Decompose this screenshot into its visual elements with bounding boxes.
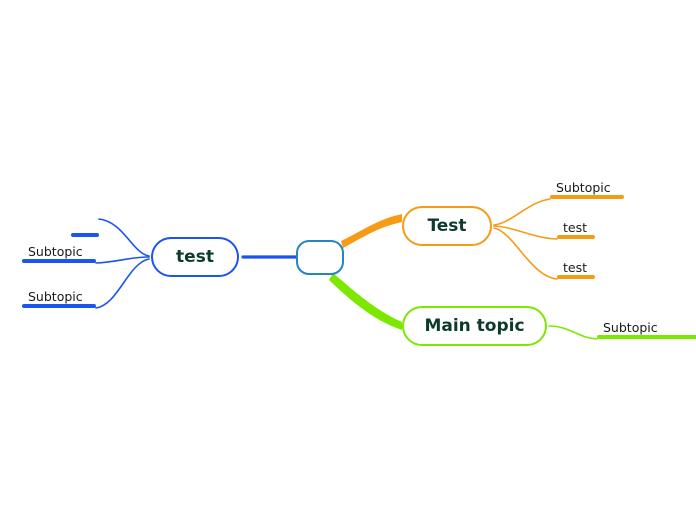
- leaf-underline: [557, 235, 595, 239]
- leaf-item[interactable]: Subtopic: [550, 176, 624, 199]
- leaf-label: Subtopic: [556, 180, 611, 195]
- leaf-underline: [557, 275, 595, 279]
- leaf-underline: [22, 304, 96, 308]
- leaf-label: Subtopic: [28, 289, 83, 304]
- leaf-underline: [71, 233, 99, 237]
- edge-root-to-orange: [341, 214, 402, 248]
- leaf-label: test: [563, 220, 588, 235]
- leaf-item[interactable]: test: [557, 216, 595, 239]
- leaf-item[interactable]: [71, 215, 99, 237]
- edge-blue-to-leaf-2: [95, 258, 150, 309]
- edge-orange-to-leaf-0: [493, 198, 551, 226]
- edge-blue-to-leaf-0: [98, 218, 150, 257]
- edge-green-to-leaf-0: [548, 325, 598, 340]
- branch-node-main-topic[interactable]: Main topic: [402, 306, 547, 346]
- leaf-label: Subtopic: [603, 320, 658, 335]
- leaf-underline: [550, 195, 624, 199]
- leaf-item[interactable]: test: [557, 256, 595, 279]
- leaf-item[interactable]: Subtopic: [597, 316, 696, 339]
- branch-node-test-orange[interactable]: Test: [402, 206, 492, 246]
- edge-root-to-green: [329, 273, 402, 330]
- branch-node-label: test: [176, 247, 214, 267]
- leaf-item[interactable]: Subtopic: [22, 285, 96, 308]
- branch-node-test-blue[interactable]: test: [151, 237, 239, 277]
- leaf-underline: [22, 259, 96, 263]
- root-node[interactable]: [296, 240, 344, 275]
- leaf-label: Subtopic: [28, 244, 83, 259]
- leaf-label: test: [563, 260, 588, 275]
- edge-orange-to-leaf-1: [493, 225, 558, 240]
- leaf-item[interactable]: Subtopic: [22, 240, 96, 263]
- edge-blue-to-leaf-1: [95, 256, 150, 264]
- edge-orange-to-leaf-2: [493, 227, 558, 280]
- branch-node-label: Main topic: [424, 316, 525, 336]
- leaf-underline: [597, 335, 696, 339]
- branch-node-label: Test: [427, 216, 467, 236]
